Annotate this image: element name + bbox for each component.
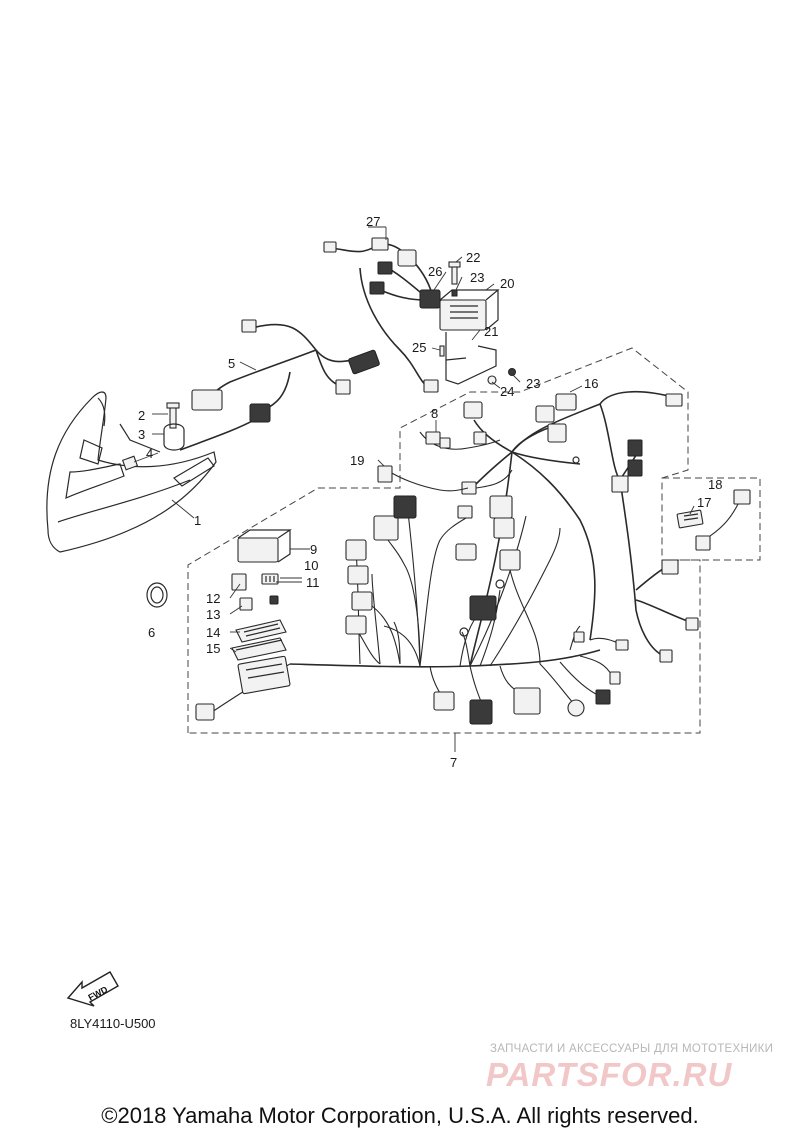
callout-25: 25 xyxy=(412,340,426,355)
control-unit-and-bracket xyxy=(439,261,516,385)
callout-24: 24 xyxy=(500,384,514,399)
callout-15: 15 xyxy=(206,641,220,656)
callout-8: 8 xyxy=(431,406,438,421)
callout-5: 5 xyxy=(228,356,235,371)
callout-16: 16 xyxy=(584,376,598,391)
callout-6: 6 xyxy=(148,625,155,640)
callouts: 1 2 3 4 5 6 7 8 9 10 11 12 13 14 15 16 1… xyxy=(138,214,722,770)
headlight-cowl xyxy=(46,391,217,553)
callout-4: 4 xyxy=(146,446,153,461)
label-group-outline xyxy=(662,477,761,561)
watermark-tagline: ЗАПЧАСТИ И АКСЕССУАРЫ ДЛЯ МОТОТЕХНИКИ xyxy=(490,1043,774,1055)
callout-17: 17 xyxy=(697,495,711,510)
callout-23a: 23 xyxy=(470,270,484,285)
sensor-19 xyxy=(377,465,469,492)
main-wire-harness xyxy=(195,390,699,725)
callout-7: 7 xyxy=(450,755,457,770)
callout-20: 20 xyxy=(500,276,514,291)
connector-16 xyxy=(555,393,577,411)
drawing-code: 8LY4110-U500 xyxy=(70,1016,156,1031)
upper-harness-27 xyxy=(323,237,441,393)
retaining-ring xyxy=(146,582,168,608)
watermark-logo: PARTSFOR.RU xyxy=(486,1056,733,1093)
callout-2: 2 xyxy=(138,408,145,423)
callout-18: 18 xyxy=(708,477,722,492)
leader-lines xyxy=(133,226,695,752)
callout-23b: 23 xyxy=(526,376,540,391)
callout-12: 12 xyxy=(206,591,220,606)
callout-14: 14 xyxy=(206,625,220,640)
sub-harness-5 xyxy=(179,319,380,451)
callout-11: 11 xyxy=(306,575,320,590)
relays-and-fuses xyxy=(231,529,292,661)
bolt-and-clamp xyxy=(121,402,185,471)
callout-26: 26 xyxy=(428,264,442,279)
sub-lead-8 xyxy=(419,431,501,450)
callout-1: 1 xyxy=(194,513,201,528)
callout-3: 3 xyxy=(138,427,145,442)
callout-22: 22 xyxy=(466,250,480,265)
callout-19: 19 xyxy=(350,453,364,468)
fwd-arrow-icon: FWD xyxy=(66,971,119,1007)
main-harness-group-outline xyxy=(187,347,701,734)
callout-13: 13 xyxy=(206,607,220,622)
callout-27: 27 xyxy=(366,214,380,229)
copyright-notice: ©2018 Yamaha Motor Corporation, U.S.A. A… xyxy=(101,1103,699,1128)
callout-10: 10 xyxy=(304,558,318,573)
callout-9: 9 xyxy=(310,542,317,557)
lead-17-and-label-18 xyxy=(676,489,751,551)
callout-21: 21 xyxy=(484,324,498,339)
